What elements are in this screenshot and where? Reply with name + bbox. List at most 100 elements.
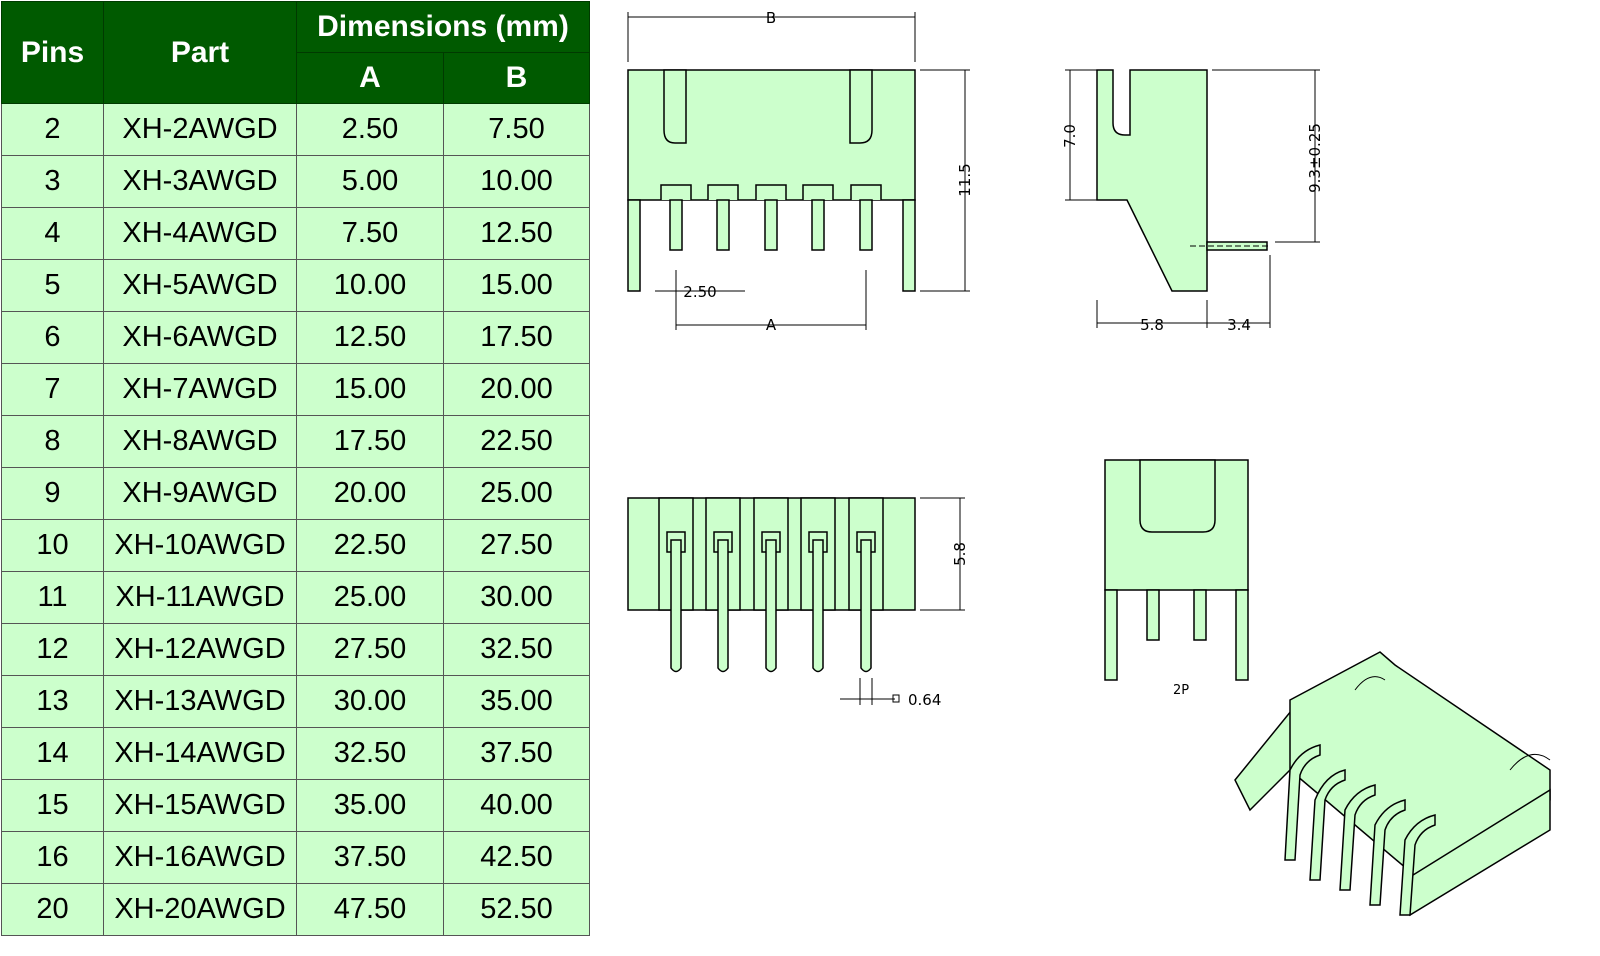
cell-a: 30.00: [296, 675, 444, 728]
cell-pins: 9: [1, 467, 104, 520]
cell-a: 32.50: [296, 727, 444, 780]
cell-part: XH-16AWGD: [103, 831, 297, 884]
cell-b: 17.50: [443, 311, 590, 364]
header-b: B: [443, 52, 590, 104]
cell-pins: 3: [1, 155, 104, 208]
header-pins: Pins: [1, 1, 104, 104]
cell-b: 37.50: [443, 727, 590, 780]
header-part: Part: [103, 1, 297, 104]
cell-part: XH-15AWGD: [103, 779, 297, 832]
cell-a: 20.00: [296, 467, 444, 520]
pin: [669, 199, 683, 251]
dim-pin-length-label: 3.4: [1227, 316, 1251, 334]
cell-a: 37.50: [296, 831, 444, 884]
cell-pins: 15: [1, 779, 104, 832]
cell-b: 32.50: [443, 623, 590, 676]
cell-b: 27.50: [443, 519, 590, 572]
cell-a: 12.50: [296, 311, 444, 364]
pin: [860, 539, 872, 673]
cell-a: 15.00: [296, 363, 444, 416]
cell-pins: 13: [1, 675, 104, 728]
cell-pins: 7: [1, 363, 104, 416]
front-view-drawing: B 11.5 2.50 A: [627, 9, 974, 334]
cell-b: 35.00: [443, 675, 590, 728]
pin-housing-tab: [755, 184, 787, 200]
pin-housing-tab: [850, 184, 882, 200]
pin: [811, 199, 825, 251]
cell-a: 47.50: [296, 883, 444, 936]
cell-part: XH-14AWGD: [103, 727, 297, 780]
cell-a: 7.50: [296, 207, 444, 260]
pin: [764, 199, 778, 251]
dim-pin-height-label: 9.3±0.25: [1306, 123, 1324, 193]
cell-b: 20.00: [443, 363, 590, 416]
header-a: A: [296, 52, 444, 104]
cell-pins: 10: [1, 519, 104, 572]
pin: [716, 199, 730, 251]
cell-b: 12.50: [443, 207, 590, 260]
dim-height-label: 11.5: [956, 163, 974, 196]
dim-pin-width-label: 0.64: [908, 691, 941, 709]
dim-b-label: B: [766, 9, 776, 27]
cell-pins: 14: [1, 727, 104, 780]
cell-a: 5.00: [296, 155, 444, 208]
pin: [765, 539, 777, 673]
cell-part: XH-12AWGD: [103, 623, 297, 676]
dim-pitch-label: 2.50: [683, 283, 716, 301]
cell-a: 25.00: [296, 571, 444, 624]
isometric-view-drawing: [1234, 651, 1551, 917]
cell-pins: 5: [1, 259, 104, 312]
side-view-drawing: 7.0 9.3±0.25 5.8 3.4: [1061, 69, 1324, 334]
end-view-drawing: 2P: [1104, 459, 1249, 698]
cell-pins: 8: [1, 415, 104, 468]
pin: [859, 199, 873, 251]
cell-part: XH-6AWGD: [103, 311, 297, 364]
end-view-label: 2P: [1173, 683, 1189, 698]
cell-a: 35.00: [296, 779, 444, 832]
cell-part: XH-3AWGD: [103, 155, 297, 208]
bottom-view-drawing: 5.8 0.64: [627, 497, 969, 709]
cell-a: 10.00: [296, 259, 444, 312]
cell-a: 27.50: [296, 623, 444, 676]
pin: [812, 539, 824, 673]
cell-b: 42.50: [443, 831, 590, 884]
cell-b: 25.00: [443, 467, 590, 520]
pin: [717, 539, 729, 673]
pin-housing-tab: [802, 184, 834, 200]
cell-part: XH-5AWGD: [103, 259, 297, 312]
dim-bottom-height-label: 5.8: [951, 542, 969, 566]
cell-pins: 6: [1, 311, 104, 364]
cell-part: XH-4AWGD: [103, 207, 297, 260]
cell-pins: 12: [1, 623, 104, 676]
dim-upper-label: 7.0: [1061, 124, 1079, 148]
dim-depth-label: 5.8: [1140, 316, 1164, 334]
cell-b: 40.00: [443, 779, 590, 832]
pin-housing-tab: [707, 184, 739, 200]
cell-part: XH-2AWGD: [103, 103, 297, 156]
cell-part: XH-20AWGD: [103, 883, 297, 936]
dim-a-label: A: [766, 316, 777, 334]
cell-b: 7.50: [443, 103, 590, 156]
cell-b: 30.00: [443, 571, 590, 624]
pin-housing-tab: [660, 184, 692, 200]
cell-part: XH-11AWGD: [103, 571, 297, 624]
cell-b: 52.50: [443, 883, 590, 936]
cell-part: XH-9AWGD: [103, 467, 297, 520]
